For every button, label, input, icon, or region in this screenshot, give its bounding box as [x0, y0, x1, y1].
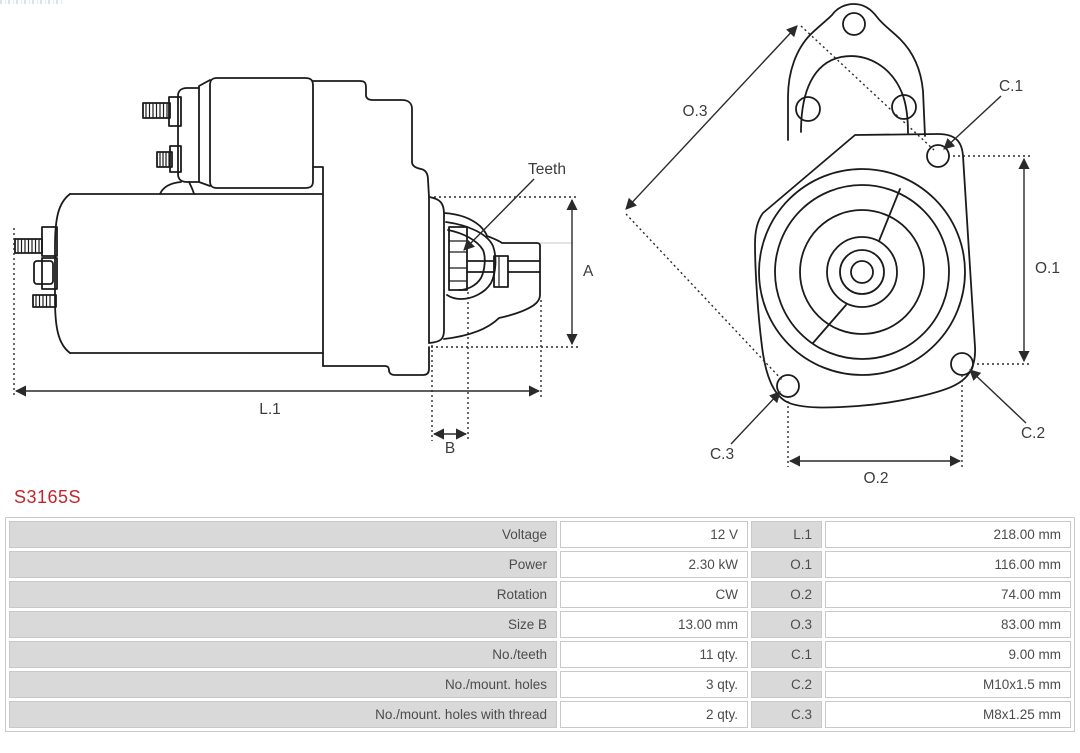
- dim-label-teeth: Teeth: [528, 161, 566, 178]
- spec-value: 3 qty.: [560, 671, 748, 698]
- spec-value: 11 qty.: [560, 641, 748, 668]
- table-row: Power 2.30 kW O.1 116.00 mm: [9, 551, 1071, 578]
- front-view-drawing: O.3 C.1 O.1 O.2 C.2 C.3: [625, 3, 1060, 487]
- dim-label-o2: O.2: [864, 470, 889, 487]
- dim-value: 9.00 mm: [825, 641, 1071, 668]
- dim-label-b: B: [445, 440, 455, 457]
- dim-code: O.3: [751, 611, 822, 638]
- spec-value: 2.30 kW: [560, 551, 748, 578]
- part-number: S3165S: [14, 487, 82, 507]
- dim-label-c3: C.3: [710, 446, 734, 463]
- spec-label: Voltage: [9, 521, 557, 548]
- table-row: No./mount. holes 3 qty. C.2 M10x1.5 mm: [9, 671, 1071, 698]
- technical-drawing: Teeth A L.1 B: [13, 3, 1060, 487]
- side-view-drawing: Teeth A L.1 B: [13, 77, 594, 457]
- spec-label: No./mount. holes with thread: [9, 701, 557, 728]
- spec-value: 13.00 mm: [560, 611, 748, 638]
- dim-code: O.1: [751, 551, 822, 578]
- table-row: Voltage 12 V L.1 218.00 mm: [9, 521, 1071, 548]
- dim-code: C.1: [751, 641, 822, 668]
- table-row: No./teeth 11 qty. C.1 9.00 mm: [9, 641, 1071, 668]
- dim-value: 218.00 mm: [825, 521, 1071, 548]
- logo-fragment: [0, 0, 64, 4]
- table-row: No./mount. holes with thread 2 qty. C.3 …: [9, 701, 1071, 728]
- dim-value: 83.00 mm: [825, 611, 1071, 638]
- spec-table: Voltage 12 V L.1 218.00 mm Power 2.30 kW…: [5, 517, 1075, 732]
- table-row: Rotation CW O.2 74.00 mm: [9, 581, 1071, 608]
- table-row: Size B 13.00 mm O.3 83.00 mm: [9, 611, 1071, 638]
- spec-label: Power: [9, 551, 557, 578]
- spec-label: Rotation: [9, 581, 557, 608]
- dim-label-o3: O.3: [683, 103, 708, 120]
- spec-value: 2 qty.: [560, 701, 748, 728]
- dim-code: O.2: [751, 581, 822, 608]
- dim-code: L.1: [751, 521, 822, 548]
- dim-label-c2: C.2: [1021, 425, 1045, 442]
- spec-label: No./teeth: [9, 641, 557, 668]
- dim-code: C.3: [751, 701, 822, 728]
- dim-value: M8x1.25 mm: [825, 701, 1071, 728]
- dim-label-o1: O.1: [1035, 260, 1060, 277]
- spec-value: CW: [560, 581, 748, 608]
- spec-label: Size B: [9, 611, 557, 638]
- spec-value: 12 V: [560, 521, 748, 548]
- dim-value: M10x1.5 mm: [825, 671, 1071, 698]
- dim-label-a: A: [583, 263, 594, 280]
- spec-label: No./mount. holes: [9, 671, 557, 698]
- dim-value: 74.00 mm: [825, 581, 1071, 608]
- dim-code: C.2: [751, 671, 822, 698]
- dim-label-c1: C.1: [999, 78, 1023, 95]
- dim-label-l1: L.1: [259, 401, 281, 418]
- dim-value: 116.00 mm: [825, 551, 1071, 578]
